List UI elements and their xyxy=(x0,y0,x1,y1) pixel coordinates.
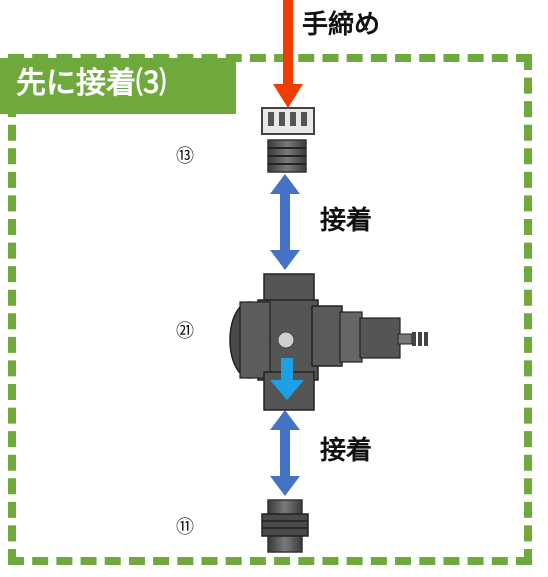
double-arrow-icon xyxy=(270,410,300,496)
diagram-title: 先に接着⑶ xyxy=(16,66,166,101)
part-21-valve xyxy=(229,273,428,411)
hand-tighten-label: 手締め xyxy=(302,10,381,40)
part-11-fitting xyxy=(261,499,309,553)
title-tab xyxy=(0,58,236,114)
part-13-fitting xyxy=(261,107,315,173)
dashed-frame xyxy=(8,54,532,565)
bond-label-top: 接着 xyxy=(320,206,373,236)
part-number-21: ㉑ xyxy=(176,321,194,342)
part-number-13: ⑬ xyxy=(176,146,194,167)
bond-label-bottom: 接着 xyxy=(320,436,373,466)
double-arrow-icon xyxy=(270,174,300,270)
part-number-11: ⑪ xyxy=(176,517,194,538)
flow-arrow-icon xyxy=(270,358,304,400)
down-arrow-icon xyxy=(273,0,303,108)
